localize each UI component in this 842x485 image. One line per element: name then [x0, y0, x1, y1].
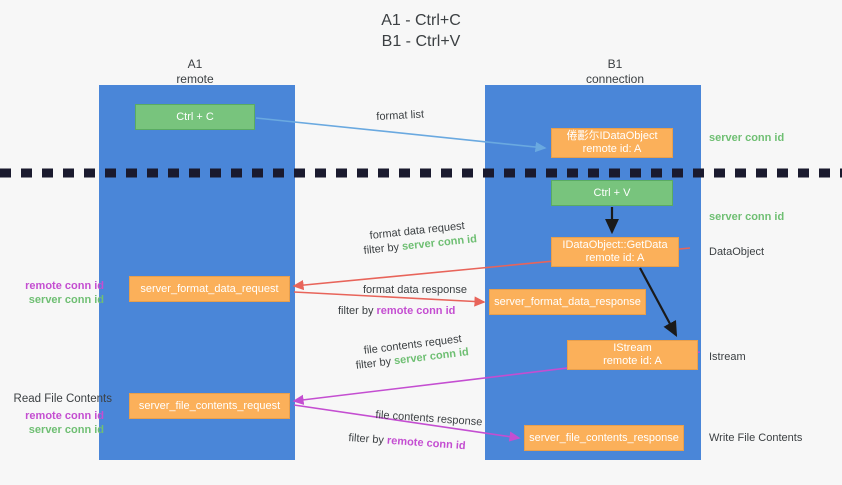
box-ctrl-v[interactable]: Ctrl + V: [551, 180, 673, 206]
filter-prefix: filter by: [348, 431, 388, 447]
column-header-b1: B1 connection: [585, 57, 645, 86]
arrow-getdata-to-istream: [639, 267, 678, 337]
caption-server-conn-id-second: server conn id: [709, 211, 785, 223]
box-istream[interactable]: IStream remote id: A: [567, 340, 698, 370]
filter-prefix: filter by: [338, 305, 377, 317]
filter-value-remote-conn-id: remote conn id: [376, 305, 456, 317]
box-idataobject[interactable]: 倦彲尓IDataObject remote id: A: [551, 128, 673, 158]
caption-read-file-contents: Read File Contents: [13, 393, 112, 405]
caption-server-conn-id-top: server conn id: [709, 132, 785, 144]
caption-server-conn-id: server conn id: [28, 294, 104, 306]
caption-left-conn-ids-top: remote conn id server conn id: [8, 279, 104, 307]
label-format-data-response-filter: filter by remote conn id: [338, 304, 455, 319]
column-header-a1: A1 remote: [176, 57, 214, 86]
caption-data-object: DataObject: [709, 246, 765, 258]
box-idataobject-getdata[interactable]: IDataObject::GetData remote id: A: [551, 237, 679, 267]
box-ctrl-c[interactable]: Ctrl + C: [135, 104, 255, 130]
arrow-format-data-response: [293, 291, 486, 307]
box-server-file-contents-request[interactable]: server_file_contents_request: [129, 393, 290, 419]
caption-write-file-contents: Write File Contents: [709, 432, 803, 444]
box-server-format-data-request[interactable]: server_format_data_request: [129, 276, 290, 302]
caption-remote-conn-id: remote conn id: [25, 410, 104, 422]
caption-left-conn-ids-bottom: remote conn id server conn id: [8, 409, 104, 437]
caption-server-conn-id: server conn id: [28, 424, 104, 436]
arrow-format-list: [255, 117, 547, 153]
filter-prefix: filter by: [355, 355, 395, 372]
label-format-list: format list: [376, 108, 425, 123]
page-title: A1 - Ctrl+C B1 - Ctrl+V: [381, 12, 461, 50]
filter-prefix: filter by: [363, 240, 403, 257]
arrow-file-contents-response: [293, 404, 521, 442]
caption-remote-conn-id: remote conn id: [25, 280, 104, 292]
box-server-format-data-response[interactable]: server_format_data_response: [489, 289, 646, 315]
caption-istream: Istream: [709, 351, 746, 363]
label-format-data-response: format data response: [363, 284, 467, 296]
box-server-file-contents-response[interactable]: server_file_contents_response: [524, 425, 684, 451]
